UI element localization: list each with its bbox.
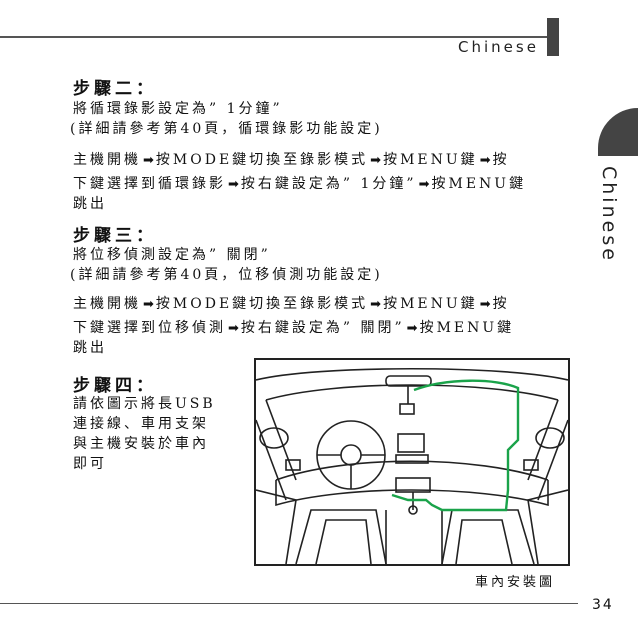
step2-instruction-a: 主機開機➡按MODE鍵切換至錄影模式➡按MENU鍵➡按	[73, 149, 510, 169]
arrow-right-icon: ➡	[143, 297, 154, 312]
step4-line: 連接線、車用支架	[73, 416, 209, 432]
side-tab	[598, 108, 638, 156]
step2-instr-b2: 按右鍵設定為” 1分鐘”	[240, 176, 417, 192]
step2-heading: 步驟二：	[73, 79, 157, 99]
step2-instruction-b: 下鍵選擇到循環錄影➡按右鍵設定為” 1分鐘”➡按MENU鍵	[73, 173, 526, 193]
header-language: Chinese	[458, 38, 539, 56]
arrow-right-icon: ➡	[143, 153, 154, 168]
side-language-text: Chinese	[598, 166, 620, 263]
step3-instr-a1: 主機開機	[73, 296, 141, 312]
arrow-right-icon: ➡	[418, 177, 430, 192]
arrow-right-icon: ➡	[228, 177, 239, 192]
step3-instr-a4: 按	[492, 296, 510, 312]
arrow-right-icon: ➡	[228, 321, 239, 336]
step4-heading: 步驟四：	[73, 376, 157, 396]
arrow-right-icon: ➡	[370, 297, 382, 312]
usb-cable-route	[391, 379, 520, 512]
step4-line: 與主機安裝於車內	[73, 436, 209, 452]
footer-rule	[0, 603, 578, 604]
step3-instruction-c: 跳出	[73, 340, 107, 356]
header-rule	[0, 36, 547, 38]
step2-instr-a3: 按MENU鍵	[383, 152, 478, 168]
step2-instr-a4: 按	[492, 152, 510, 168]
step3-heading: 步驟三：	[73, 226, 157, 246]
step2-instr-b1: 下鍵選擇到循環錄影	[73, 176, 226, 192]
step3-instruction-b: 下鍵選擇到位移偵測➡按右鍵設定為” 關閉”➡按MENU鍵	[73, 317, 514, 337]
step3-instr-a2: 按MODE鍵切換至錄影模式	[155, 296, 369, 312]
step3-instr-b1: 下鍵選擇到位移偵測	[73, 320, 226, 336]
header-block	[547, 18, 559, 56]
car-interior-drawing	[255, 367, 569, 565]
step3-line1: 將位移偵測設定為” 關閉”	[73, 247, 271, 263]
step3-instruction-a: 主機開機➡按MODE鍵切換至錄影模式➡按MENU鍵➡按	[73, 293, 510, 313]
step3-instr-b3: 按MENU鍵	[419, 320, 515, 336]
step3-line2: (詳細請參考第40頁，位移偵測功能設定)	[70, 267, 383, 283]
step2-instr-b3: 按MENU鍵	[431, 176, 527, 192]
side-language: Chinese	[588, 166, 628, 263]
page-number: 34	[592, 597, 614, 613]
step4-line: 請依圖示將長USB	[73, 396, 216, 412]
step3-instr-b2: 按右鍵設定為” 關閉”	[240, 320, 405, 336]
car-interior-illustration	[254, 358, 570, 566]
step2-instr-a2: 按MODE鍵切換至錄影模式	[155, 152, 369, 168]
step3-instr-a3: 按MENU鍵	[383, 296, 478, 312]
arrow-right-icon: ➡	[370, 153, 382, 168]
step2-line1: 將循環錄影設定為” 1分鐘”	[73, 101, 283, 117]
step2-line2: (詳細請參考第40頁，循環錄影功能設定)	[70, 121, 383, 137]
step4-line: 即可	[73, 456, 107, 472]
illustration-caption: 車內安裝圖	[475, 575, 556, 590]
step2-instruction-c: 跳出	[73, 196, 107, 212]
arrow-right-icon: ➡	[479, 297, 491, 312]
step2-instr-a1: 主機開機	[73, 152, 141, 168]
arrow-right-icon: ➡	[406, 321, 418, 336]
arrow-right-icon: ➡	[479, 153, 491, 168]
